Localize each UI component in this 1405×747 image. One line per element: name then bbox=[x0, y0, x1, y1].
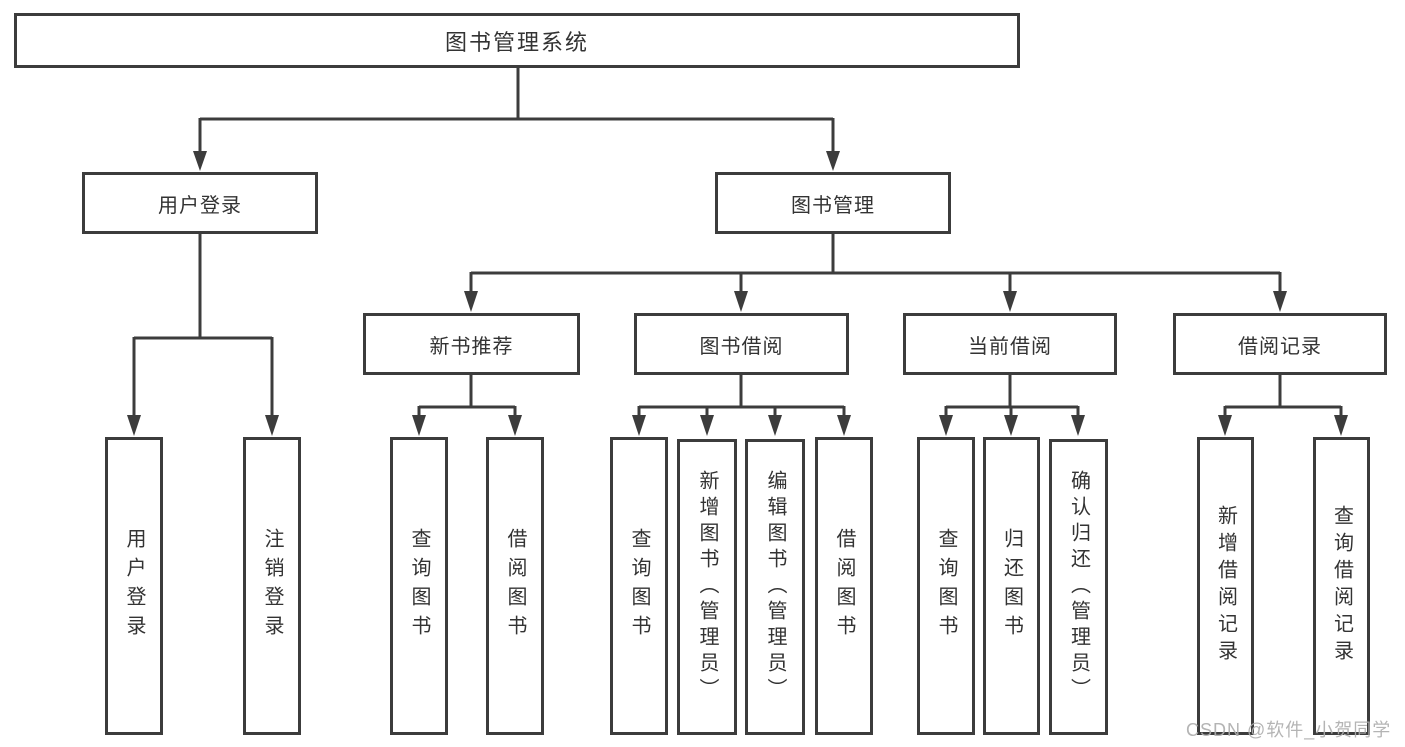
leaf-return-books: 归还图书 bbox=[983, 437, 1040, 735]
leaf-query-books-recommend: 查询图书 bbox=[390, 437, 448, 735]
connector-bookborrow-to-leaves bbox=[637, 374, 846, 416]
node-library-management-system: 图书管理系统 bbox=[14, 13, 1020, 68]
node-book-management: 图书管理 bbox=[715, 172, 951, 234]
connector-userlogin-to-leaves bbox=[132, 233, 274, 416]
leaf-logout-login: 注销登录 bbox=[243, 437, 301, 735]
leaf-add-borrow-record: 新增借阅记录 bbox=[1197, 437, 1254, 735]
connector-currentborrow-to-leaves bbox=[944, 374, 1080, 416]
node-new-book-recommend: 新书推荐 bbox=[363, 313, 580, 375]
leaf-confirm-return-admin: 确认归还（管理员） bbox=[1049, 439, 1108, 735]
leaf-query-books-current: 查询图书 bbox=[917, 437, 975, 735]
node-book-borrow: 图书借阅 bbox=[634, 313, 849, 375]
leaf-borrow-books: 借阅图书 bbox=[815, 437, 873, 735]
leaf-user-login: 用户登录 bbox=[105, 437, 163, 735]
connector-bookmgmt-to-level2 bbox=[469, 233, 1282, 292]
leaf-query-books-borrow: 查询图书 bbox=[610, 437, 668, 735]
node-user-login: 用户登录 bbox=[82, 172, 318, 234]
leaf-query-borrow-record: 查询借阅记录 bbox=[1313, 437, 1370, 735]
connector-newbook-to-leaves bbox=[417, 374, 517, 416]
leaf-edit-books-admin: 编辑图书（管理员） bbox=[745, 439, 805, 735]
connector-root-to-level1 bbox=[198, 67, 835, 152]
connector-records-to-leaves bbox=[1223, 374, 1343, 416]
node-current-borrow: 当前借阅 bbox=[903, 313, 1117, 375]
csdn-watermark: CSDN @软件_小贺同学 bbox=[1186, 720, 1392, 740]
leaf-borrow-books-recommend: 借阅图书 bbox=[486, 437, 544, 735]
node-borrow-records: 借阅记录 bbox=[1173, 313, 1387, 375]
leaf-add-books-admin: 新增图书（管理员） bbox=[677, 439, 737, 735]
